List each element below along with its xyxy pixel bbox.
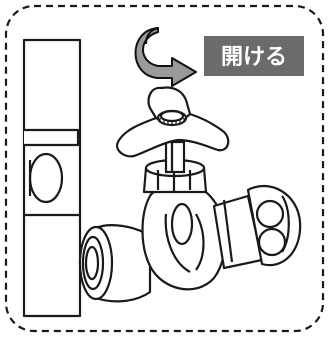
valve-stem <box>164 140 186 174</box>
wall-pipe <box>22 38 82 318</box>
valve-body <box>141 158 227 291</box>
valve-handle <box>116 86 230 158</box>
dashed-frame <box>4 4 325 333</box>
inlet-fitting <box>212 184 302 270</box>
faucet-spout <box>78 224 152 303</box>
rotate-arrow-icon <box>134 27 197 87</box>
open-label-text: 開ける <box>221 45 287 70</box>
open-label: 開ける <box>204 36 304 76</box>
